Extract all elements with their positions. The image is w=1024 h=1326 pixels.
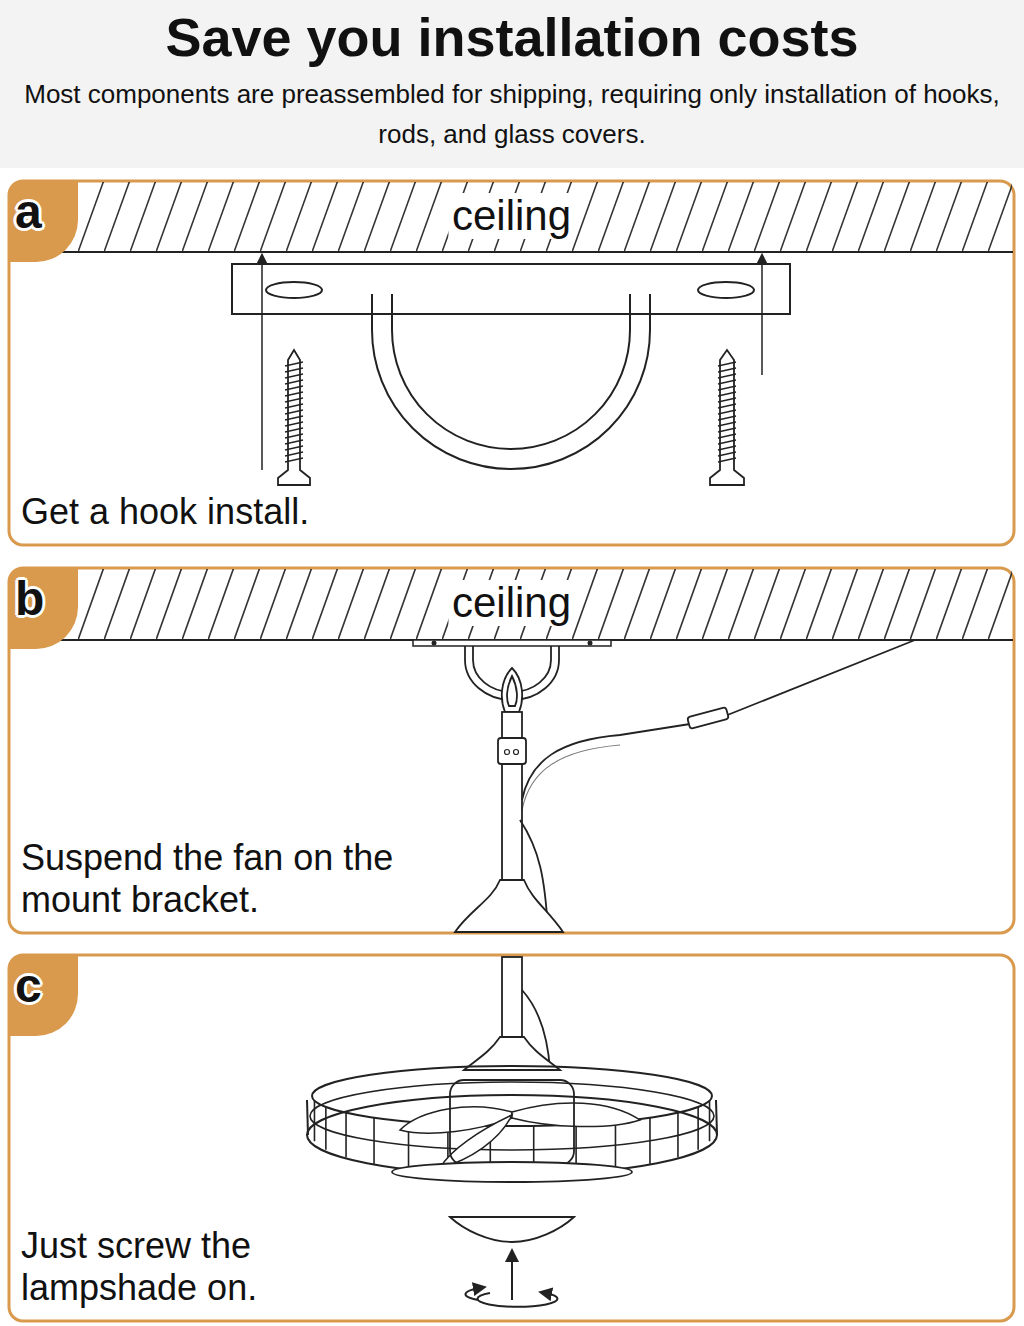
panel-a-art <box>9 181 1014 545</box>
step-panel: a ceilingGet a hook install. <box>9 181 1014 545</box>
step-letter: c <box>15 961 42 1011</box>
header-band <box>0 0 1024 168</box>
step-caption: Suspend the fan on the mount bracket. <box>21 837 401 921</box>
step-letter: a <box>15 187 42 237</box>
subtitle: Most components are preassembled for shi… <box>12 74 1012 154</box>
panel-b-art <box>9 568 1014 933</box>
ceiling-label: ceiling <box>448 193 575 239</box>
ceiling-label: ceiling <box>448 580 575 626</box>
step-panel: b ceilingSuspend the fan on the mount bra… <box>9 568 1014 933</box>
step-letter: b <box>15 574 44 624</box>
step-caption: Just screw the lampshade on. <box>21 1225 311 1309</box>
step-caption: Get a hook install. <box>21 491 721 533</box>
panel-c-art <box>9 955 1014 1321</box>
step-panel: cJust screw the lampshade on. <box>9 955 1014 1321</box>
page-title: Save you installation costs <box>0 4 1024 70</box>
